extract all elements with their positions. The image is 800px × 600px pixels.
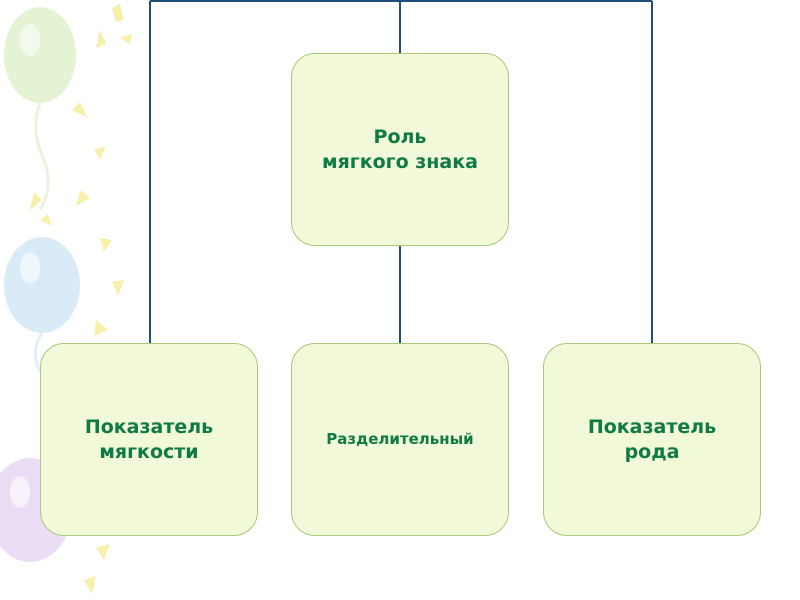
child-node-label-softness: Показатель мягкости <box>77 415 221 464</box>
root-node-soft-sign-role: Роль мягкого знака <box>291 53 509 246</box>
child-node-label-separating: Разделительный <box>312 430 487 450</box>
child-node-separating: Разделительный <box>291 343 509 536</box>
child-node-softness-indicator: Показатель мягкости <box>40 343 258 536</box>
child-node-label-gender: Показатель рода <box>580 415 724 464</box>
root-node-label: Роль мягкого знака <box>314 125 486 174</box>
child-node-gender-indicator: Показатель рода <box>543 343 761 536</box>
